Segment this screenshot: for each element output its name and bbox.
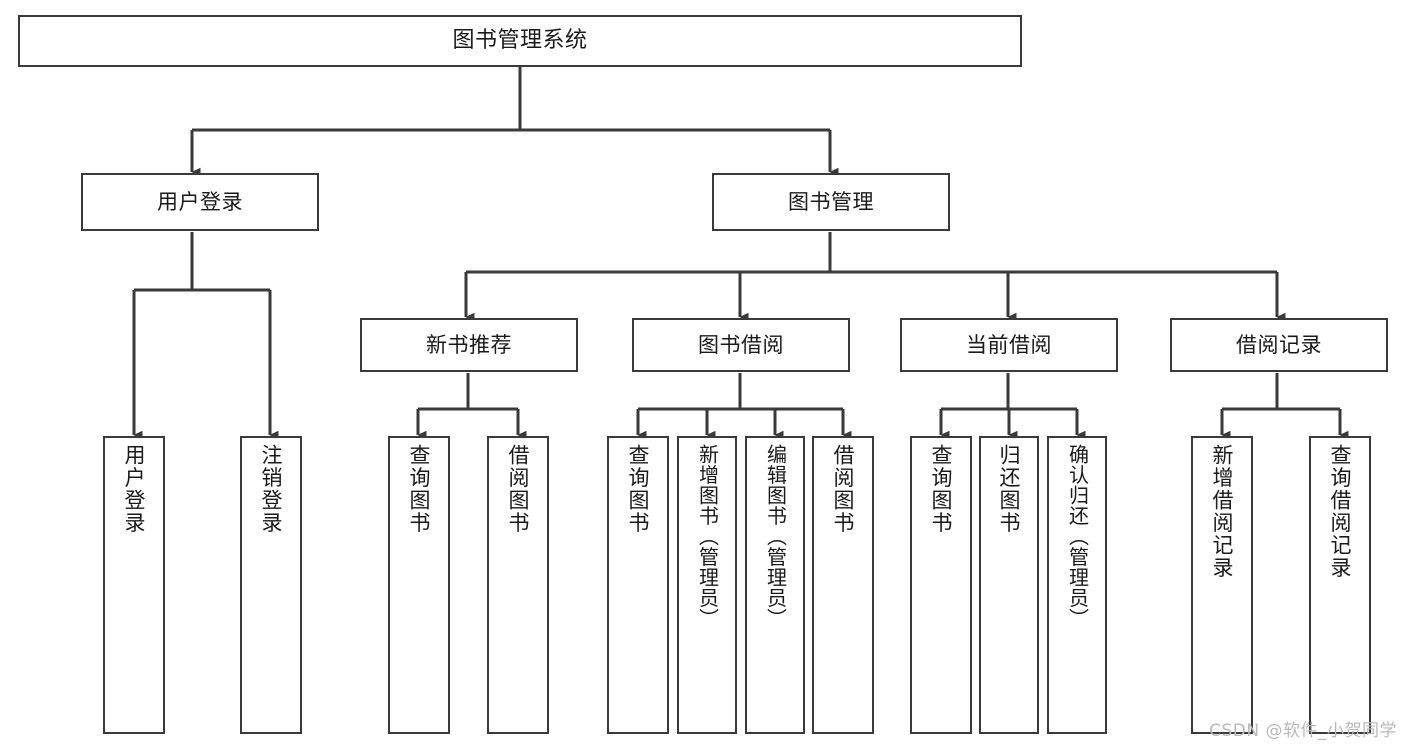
node-label: 新增借阅记录 [1210, 444, 1235, 579]
node-current-borrow[interactable]: 当前借阅 [900, 318, 1118, 372]
node-label: 图书管理系统 [452, 28, 588, 54]
node-book-manage[interactable]: 图书管理 [712, 173, 950, 231]
node-leaf-edit-book[interactable]: 编辑图书（管理员） [745, 436, 805, 734]
node-label: 确认归还（管理员） [1065, 444, 1090, 629]
node-leaf-borrow-book-2[interactable]: 借阅图书 [812, 436, 874, 734]
node-leaf-add-record[interactable]: 新增借阅记录 [1191, 436, 1253, 734]
node-leaf-logout[interactable]: 注销登录 [240, 436, 302, 734]
node-label: 新书推荐 [426, 332, 512, 357]
node-label: 查询图书 [407, 444, 432, 534]
node-user-login[interactable]: 用户登录 [81, 173, 319, 231]
node-label: 注销登录 [259, 444, 284, 534]
node-label: 借阅图书 [506, 444, 531, 534]
node-label: 查询借阅记录 [1328, 444, 1353, 579]
node-leaf-borrow-book-1[interactable]: 借阅图书 [487, 436, 549, 734]
node-label: 用户登录 [157, 189, 243, 214]
node-leaf-query-book-2[interactable]: 查询图书 [607, 436, 669, 734]
node-label: 新增图书（管理员） [695, 444, 720, 629]
node-label: 借阅记录 [1236, 332, 1322, 357]
node-label: 借阅图书 [831, 444, 856, 534]
node-label: 编辑图书（管理员） [763, 444, 788, 629]
csdn-watermark: CSDN @软件_小贺同学 [1209, 721, 1397, 741]
node-new-book-recommend[interactable]: 新书推荐 [360, 318, 578, 372]
node-leaf-return-book[interactable]: 归还图书 [979, 436, 1039, 734]
node-leaf-query-record[interactable]: 查询借阅记录 [1309, 436, 1371, 734]
node-label: 图书管理 [788, 189, 874, 214]
node-label: 图书借阅 [698, 332, 784, 357]
node-leaf-query-book-3[interactable]: 查询图书 [910, 436, 972, 734]
node-leaf-query-book-1[interactable]: 查询图书 [388, 436, 450, 734]
node-leaf-add-book[interactable]: 新增图书（管理员） [677, 436, 737, 734]
node-root-system[interactable]: 图书管理系统 [18, 15, 1022, 67]
node-label: 归还图书 [997, 444, 1022, 534]
node-book-borrow[interactable]: 图书借阅 [632, 318, 850, 372]
node-label: 用户登录 [122, 444, 147, 534]
node-leaf-confirm-return[interactable]: 确认归还（管理员） [1047, 436, 1107, 734]
node-label: 查询图书 [626, 444, 651, 534]
node-leaf-user-login[interactable]: 用户登录 [103, 436, 165, 734]
node-borrow-record[interactable]: 借阅记录 [1170, 318, 1388, 372]
node-label: 查询图书 [929, 444, 954, 534]
node-label: 当前借阅 [966, 332, 1052, 357]
